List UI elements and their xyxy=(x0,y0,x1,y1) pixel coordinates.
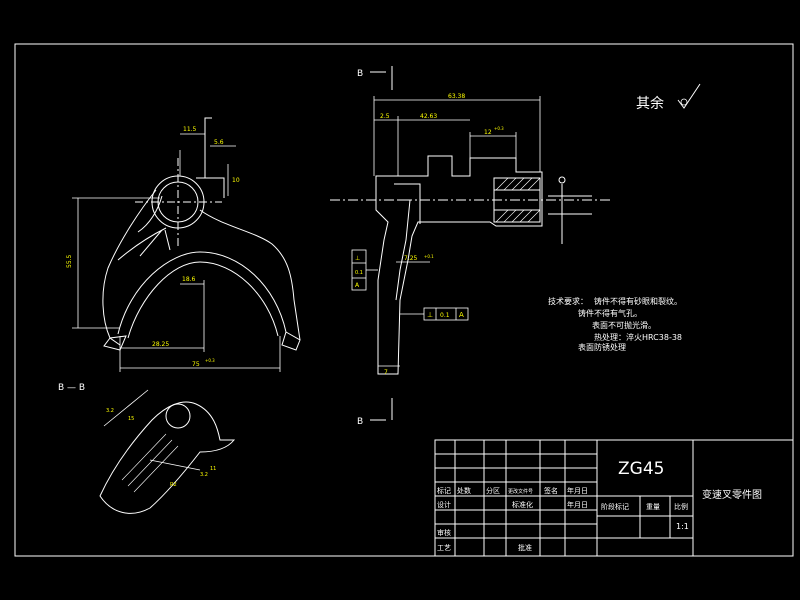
dim-11-5: 11.5 xyxy=(183,126,197,133)
dim-10: 10 xyxy=(232,177,240,184)
front-view xyxy=(102,117,301,351)
tech-line-5: 表面防锈处理 xyxy=(578,342,626,352)
scale-value: 1:1 xyxy=(676,522,689,531)
tb-r3-c1: 审核 xyxy=(437,528,451,537)
tb-r1-c6: 年月日 xyxy=(567,486,588,495)
stage-mark-label: 阶段标记 xyxy=(601,502,629,511)
front-dimension-lines xyxy=(72,133,281,372)
side-body-outline xyxy=(375,155,543,375)
fork-left-outer xyxy=(102,189,157,346)
right-tip xyxy=(281,331,301,351)
tb-r2-c1: 设计 xyxy=(437,500,451,509)
tech-title: 技术要求： xyxy=(548,296,588,306)
dim-5-6: 5.6 xyxy=(214,139,224,146)
bore-section xyxy=(493,177,541,223)
tech-line-2: 铸件不得有气孔。 xyxy=(578,308,642,318)
datum-circle xyxy=(558,176,566,184)
sec-dim-3: 3.2 xyxy=(200,472,208,478)
frame-2-symbol: ⊥ xyxy=(427,311,433,319)
section-bb-dimline xyxy=(103,389,149,427)
section-bb-hatch xyxy=(121,433,179,493)
dim-7-25: 7.25 xyxy=(404,255,418,262)
section-mark-top: B xyxy=(357,69,363,79)
side-dimension-lines xyxy=(373,96,541,367)
tb-r2-c4: 标准化 xyxy=(512,500,533,509)
side-body-inner xyxy=(394,183,421,301)
title-block-text: ZG45 变速叉零件图 1:1 标记 处数 分区 更改文件号 签名 年月日 设计… xyxy=(437,459,762,552)
bore-hatch xyxy=(495,177,541,223)
dim-12-tol: +0.3 xyxy=(494,126,504,131)
section-bb-view: B — B 3.2 15 3.2 11 R2 xyxy=(58,383,236,514)
sec-dim-r: R2 xyxy=(170,482,177,488)
dim-7-25-tol: +0.1 xyxy=(424,254,434,259)
tech-line-1: 铸件不得有砂眼和裂纹。 xyxy=(594,296,682,306)
tolerance-frame-2: ⊥ 0.1 A xyxy=(400,307,469,321)
frame-2-value: 0.1 xyxy=(440,312,450,319)
frame-1-datum: A xyxy=(355,282,360,289)
surface-note: 其余 xyxy=(636,83,701,112)
sec-dim-2: 15 xyxy=(128,416,134,422)
dim-75-tol: +0.3 xyxy=(205,358,215,363)
dim-63-38: 63.38 xyxy=(448,93,465,100)
section-marks: B B xyxy=(357,69,386,427)
frame-1-symbol: ⊥ xyxy=(355,255,360,262)
fork-right-outer xyxy=(199,209,301,341)
fork-rib xyxy=(117,195,171,261)
tb-r1-c3: 分区 xyxy=(486,486,500,495)
hub-bracket xyxy=(196,117,225,198)
weight-label: 重量 xyxy=(646,503,660,511)
dim-28-25: 28.25 xyxy=(152,341,169,348)
sec-dim-1: 3.2 xyxy=(106,408,114,414)
dim-2-5: 2.5 xyxy=(380,113,390,120)
side-view xyxy=(330,66,610,420)
surface-note-label: 其余 xyxy=(636,95,664,112)
fork-inner-arc xyxy=(117,251,287,335)
side-dimension-text: 63.38 2.5 42.63 12 +0.3 7.25 +0.1 7 xyxy=(380,93,504,376)
tb-r1-c2: 处数 xyxy=(457,486,471,495)
tb-r4-c4: 批准 xyxy=(518,543,532,552)
roughness-symbol-icon xyxy=(677,83,701,109)
title-block-frame xyxy=(434,439,794,557)
section-bb-title: B — B xyxy=(58,383,85,393)
tb-r1-c1: 标记 xyxy=(437,486,451,495)
dim-55-5: 55.5 xyxy=(66,254,73,268)
dim-12: 12 xyxy=(484,129,492,136)
frame-2-datum: A xyxy=(459,311,464,319)
dim-18-6: 18.6 xyxy=(182,276,196,283)
dim-7: 7 xyxy=(384,369,388,376)
section-bb-hole xyxy=(165,403,191,429)
tech-requirements: 技术要求： 铸件不得有砂眼和裂纹。 铸件不得有气孔。 表面不可抛光滑。 热处理：… xyxy=(548,296,682,352)
sheet-border xyxy=(14,43,794,557)
tech-line-3: 表面不可抛光滑。 xyxy=(592,320,656,330)
dim-75: 75 xyxy=(192,361,200,368)
part-name: 变速叉零件图 xyxy=(702,488,762,501)
tb-r2-c6: 年月日 xyxy=(567,500,588,509)
dim-42-63: 42.63 xyxy=(420,113,437,120)
material-label: ZG45 xyxy=(618,459,664,479)
scale-label: 比例 xyxy=(674,502,688,511)
title-block xyxy=(434,439,794,557)
frame-1-value: 0.1 xyxy=(355,270,363,276)
tolerance-frame-1: ⊥ 0.1 A xyxy=(351,249,378,291)
section-mark-bottom: B xyxy=(357,417,363,427)
tech-line-4: 热处理：淬火HRC38-38 xyxy=(594,332,682,342)
fork-inner-arc-2 xyxy=(127,261,279,339)
front-dimension-text: 11.5 5.6 10 55.5 18.6 28.25 75 +0.3 xyxy=(66,126,240,368)
tb-r1-c4: 更改文件号 xyxy=(508,488,533,495)
tb-r1-c5: 签名 xyxy=(544,486,558,495)
section-bb-outline xyxy=(99,401,236,514)
sec-dim-4: 11 xyxy=(210,466,216,472)
tb-r4-c1: 工艺 xyxy=(437,544,451,552)
section-bb-dim-text: 3.2 15 3.2 11 R2 xyxy=(106,408,216,488)
